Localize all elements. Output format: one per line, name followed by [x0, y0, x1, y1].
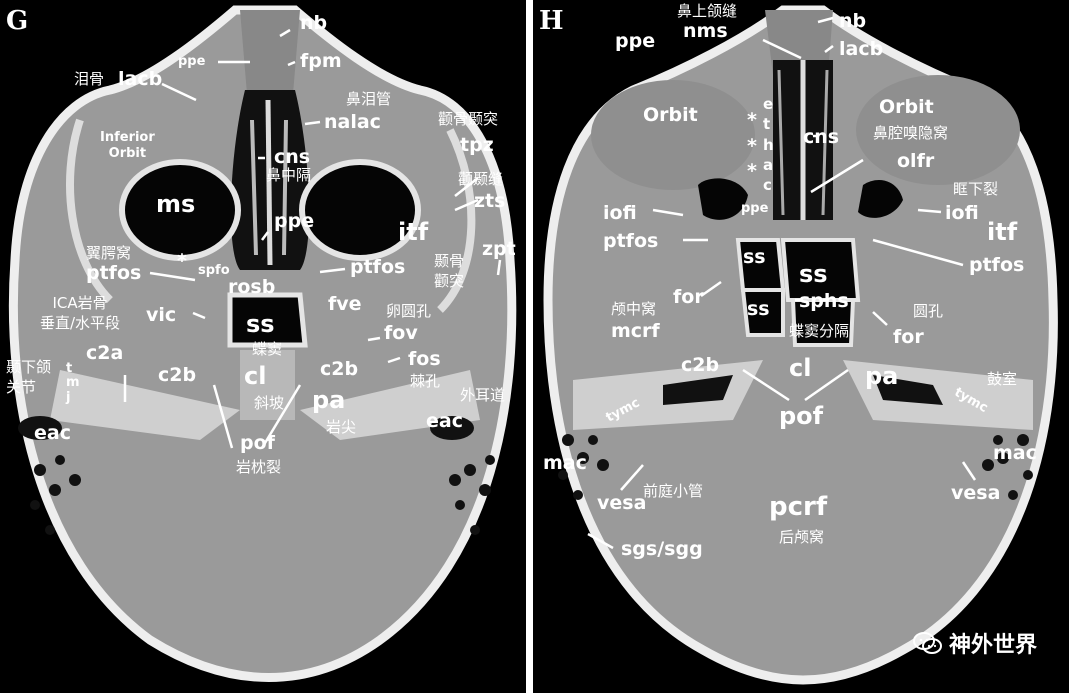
label-vic: vic: [146, 304, 177, 326]
label-itf-h: itf: [987, 218, 1018, 246]
ct-panel-h: H 鼻上颌缝 nms nb ppe lacb Orbit Orbit * * *…: [533, 0, 1069, 693]
label-iofi-right: iofi: [945, 202, 979, 224]
label-eac-left: eac: [34, 422, 71, 444]
label-tmj-cn: 颞下颌 关节: [6, 358, 52, 396]
label-ss-mid-h: ss: [799, 260, 828, 288]
label-lacb-h: lacb: [839, 38, 884, 60]
label-c2a: c2a: [86, 342, 124, 364]
label-ptfos-right: ptfos: [350, 256, 406, 278]
label-fov-cn: 卵圆孔: [386, 302, 432, 320]
label-ptfos-left: ptfos: [86, 262, 142, 284]
label-olfr-cn: 鼻腔嗅隐窝: [873, 124, 949, 142]
label-ppe-top: ppe: [178, 54, 206, 69]
label-sphs: sphs: [799, 290, 849, 312]
label-ss-left-h: ss: [743, 246, 766, 268]
label-ss-low-h: ss: [747, 298, 770, 320]
label-itf: itf: [398, 218, 429, 246]
label-fve: fve: [328, 293, 362, 315]
label-ppe-h: ppe: [615, 30, 656, 52]
label-ptfos-cn: 翼腭窝: [86, 244, 132, 262]
label-pcrf: pcrf: [769, 492, 828, 522]
label-tpz-cn: 颧骨颞突: [438, 110, 499, 128]
label-fos: fos: [408, 348, 441, 370]
label-tpz: tpz: [460, 134, 494, 156]
label-fov: fov: [384, 322, 418, 344]
label-ppe-mid: ppe: [274, 210, 315, 232]
label-nalac-cn: 鼻泪管: [346, 90, 392, 108]
label-zpt-cn: 颞骨 颧突: [434, 252, 465, 290]
label-inferior-orbit: Inferior Orbit: [100, 130, 155, 161]
label-sgs: sgs/sgg: [621, 538, 703, 560]
label-pof-g: pof: [240, 432, 275, 454]
label-vesa-right: vesa: [951, 482, 1001, 504]
label-eac-right: eac: [426, 410, 463, 432]
label-etha: e t h a c: [763, 95, 774, 194]
ct-scan-g: [8, 5, 517, 682]
label-pa-h: pa: [865, 362, 899, 390]
ct-panel-g: G nb ppe fpm 泪骨 lacb 鼻泪管 nalac Inferior …: [0, 0, 526, 693]
label-c2b-left: c2b: [158, 364, 197, 386]
label-cns-cn: 鼻中隔: [266, 166, 312, 184]
label-ss-g: ss: [246, 310, 275, 338]
label-iofi-left: iofi: [603, 202, 637, 224]
label-tymc-cn: 鼓室: [987, 370, 1018, 388]
panel-letter-h: H: [539, 6, 564, 36]
label-orbit-right: Orbit: [879, 96, 934, 118]
label-nalac: nalac: [324, 111, 381, 133]
label-ms: ms: [156, 190, 196, 218]
label-zts: zts: [474, 190, 506, 212]
watermark: 神外世界: [912, 627, 1037, 659]
label-lacb-cn: 泪骨: [74, 70, 105, 88]
label-nb: nb: [300, 12, 328, 34]
label-lacb: lacb: [118, 68, 163, 90]
label-zpt: zpt: [482, 238, 516, 260]
label-cl-g: cl: [244, 362, 267, 390]
label-mac-right: mac: [993, 442, 1037, 464]
panel-letter-g: G: [6, 6, 29, 36]
wechat-icon: [912, 631, 943, 655]
label-for-right: for: [893, 326, 924, 348]
label-nms: nms: [683, 20, 728, 42]
label-fpm: fpm: [300, 50, 342, 72]
label-vesa-left: vesa: [597, 492, 647, 514]
label-rosb: rosb: [228, 276, 276, 298]
label-zts-cn: 颧颞缝: [458, 170, 504, 188]
label-ptfos-left-h: ptfos: [603, 230, 659, 252]
label-iofi-cn: 眶下裂: [953, 180, 999, 198]
label-ica-cn: ICA岩骨 垂直/水平段: [40, 294, 121, 332]
label-cl-h: cl: [789, 354, 812, 382]
label-spfo: spfo: [198, 263, 230, 278]
label-nms-cn: 鼻上颌缝: [677, 2, 738, 20]
label-vesa-cn: 前庭小管: [643, 482, 704, 500]
label-for-cn: 圆孔: [913, 302, 944, 320]
label-mac-left: mac: [543, 452, 587, 474]
label-pof-cn: 岩枕裂: [236, 458, 282, 476]
label-cns: cns: [274, 146, 311, 168]
label-stars: * * *: [747, 109, 757, 183]
label-star-g: *: [177, 250, 187, 272]
ct-scan-h: [543, 5, 1058, 685]
label-mcrf: mcrf: [611, 320, 660, 342]
label-fos-cn: 棘孔: [410, 372, 441, 390]
label-for-left: for: [673, 286, 704, 308]
label-pa-cn: 岩尖: [326, 418, 357, 436]
label-c2b-h: c2b: [681, 354, 720, 376]
label-orbit-left: Orbit: [643, 104, 698, 126]
label-eam-cn: 外耳道: [460, 386, 506, 404]
label-ppe-mid-h: ppe: [741, 201, 769, 216]
label-pa-g: pa: [312, 386, 346, 414]
label-c2b-right: c2b: [320, 358, 359, 380]
label-cl-cn-g: 斜坡: [254, 394, 285, 412]
label-tmj: t m j: [66, 361, 80, 405]
label-cns-h: cns: [803, 126, 840, 148]
label-mcf-cn: 颅中窝: [611, 300, 657, 318]
label-olfr: olfr: [897, 150, 935, 172]
label-nb-h: nb: [839, 10, 867, 32]
label-ss-cn-g: 蝶窦: [252, 340, 283, 358]
label-pcrf-cn: 后颅窝: [779, 528, 825, 546]
label-ptfos-right-h: ptfos: [969, 254, 1025, 276]
label-pof-h: pof: [779, 402, 824, 430]
watermark-text: 神外世界: [948, 633, 1037, 658]
label-sphs-cn: 蝶窦分隔: [789, 322, 850, 340]
